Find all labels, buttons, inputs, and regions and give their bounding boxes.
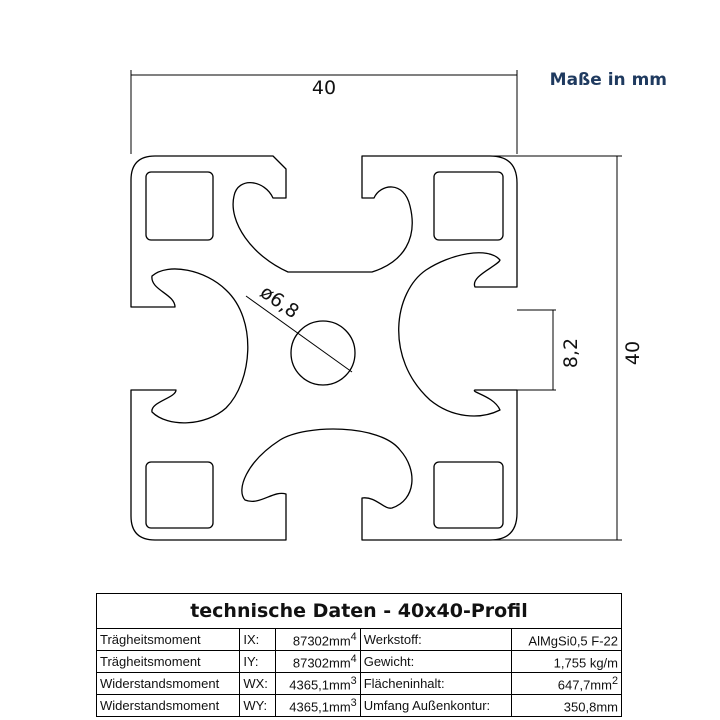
axis-label: IX: — [239, 628, 277, 651]
spec-label: Flächeninhalt: — [359, 672, 513, 695]
property-value: 87302mm4 — [275, 650, 361, 673]
table-row: Trägheitsmoment IX: 87302mm4 Werkstoff: … — [95, 628, 622, 651]
property-value: 4365,1mm3 — [275, 694, 361, 717]
dim-width-label: 40 — [312, 77, 336, 99]
spec-value: 350,8mm — [511, 694, 622, 717]
dim-height-label: 40 — [622, 341, 644, 365]
spec-label: Umfang Außenkontur: — [359, 694, 513, 717]
center-bore — [290, 320, 356, 386]
dim-bore-label: ø6,8 — [256, 281, 303, 323]
property-name: Widerstandsmoment — [95, 694, 241, 717]
spec-value: 647,7mm2 — [511, 672, 622, 695]
corner-chamber-bottom-left — [145, 461, 214, 529]
units-note: Maße in mm — [549, 70, 667, 90]
corner-chamber-top-left — [145, 171, 214, 241]
table-row: Widerstandsmoment WX: 4365,1mm3 Flächeni… — [95, 672, 622, 695]
spec-value: 1,755 kg/m — [511, 650, 622, 673]
profile-drawing: 40 40 8,2 ø6,8 — [130, 70, 644, 541]
spec-label: Werkstoff: — [359, 628, 513, 651]
axis-label: WX: — [239, 672, 277, 695]
spec-table-title: technische Daten - 40x40-Profil — [96, 593, 622, 629]
property-name: Trägheitsmoment — [95, 628, 241, 651]
property-name: Trägheitsmoment — [95, 650, 241, 673]
axis-label: WY: — [239, 694, 277, 717]
property-value: 4365,1mm3 — [275, 672, 361, 695]
dim-slot-label: 8,2 — [560, 338, 582, 368]
axis-label: IY: — [239, 650, 277, 673]
table-row: Trägheitsmoment IY: 87302mm4 Gewicht: 1,… — [95, 650, 622, 673]
corner-chamber-bottom-right — [433, 461, 504, 529]
profile-outline — [130, 155, 518, 541]
corner-chamber-top-right — [433, 171, 504, 241]
spec-value: AlMgSi0,5 F-22 — [511, 628, 622, 651]
property-name: Widerstandsmoment — [95, 672, 241, 695]
spec-table: technische Daten - 40x40-Profil Trägheit… — [95, 593, 622, 717]
property-value: 87302mm4 — [275, 628, 361, 651]
spec-label: Gewicht: — [359, 650, 513, 673]
table-row: Widerstandsmoment WY: 4365,1mm3 Umfang A… — [95, 694, 622, 717]
